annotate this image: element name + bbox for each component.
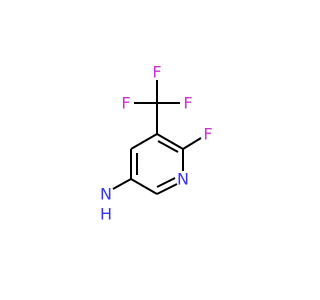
- amine-hydrogen-label: H: [100, 205, 112, 224]
- bond-c2-f: [182, 137, 202, 150]
- fluorine-ring-label: F: [203, 125, 212, 144]
- bond-n1-c6: [156, 183, 178, 195]
- bonds: [112, 80, 202, 195]
- bond-n1-c6-double: [156, 177, 176, 188]
- bond-c5-nh2: [112, 178, 132, 190]
- bond-c4-c3: [130, 133, 158, 150]
- bond-c3-c2: [156, 133, 184, 150]
- bond-c6-c5: [130, 178, 158, 195]
- fluorine-top-label: F: [152, 63, 161, 82]
- molecule-structure: F F F F N N H: [100, 63, 213, 224]
- molecule-canvas: F F F F N N H: [99, 62, 213, 224]
- fluorine-left-label: F: [121, 94, 130, 113]
- atom-labels: F F F F N N H: [100, 63, 213, 224]
- ring-nitrogen-label: N: [177, 170, 189, 189]
- bond-c3-c2-double: [157, 140, 179, 153]
- amine-nitrogen-label: N: [100, 185, 112, 204]
- fluorine-right-label: F: [183, 94, 192, 113]
